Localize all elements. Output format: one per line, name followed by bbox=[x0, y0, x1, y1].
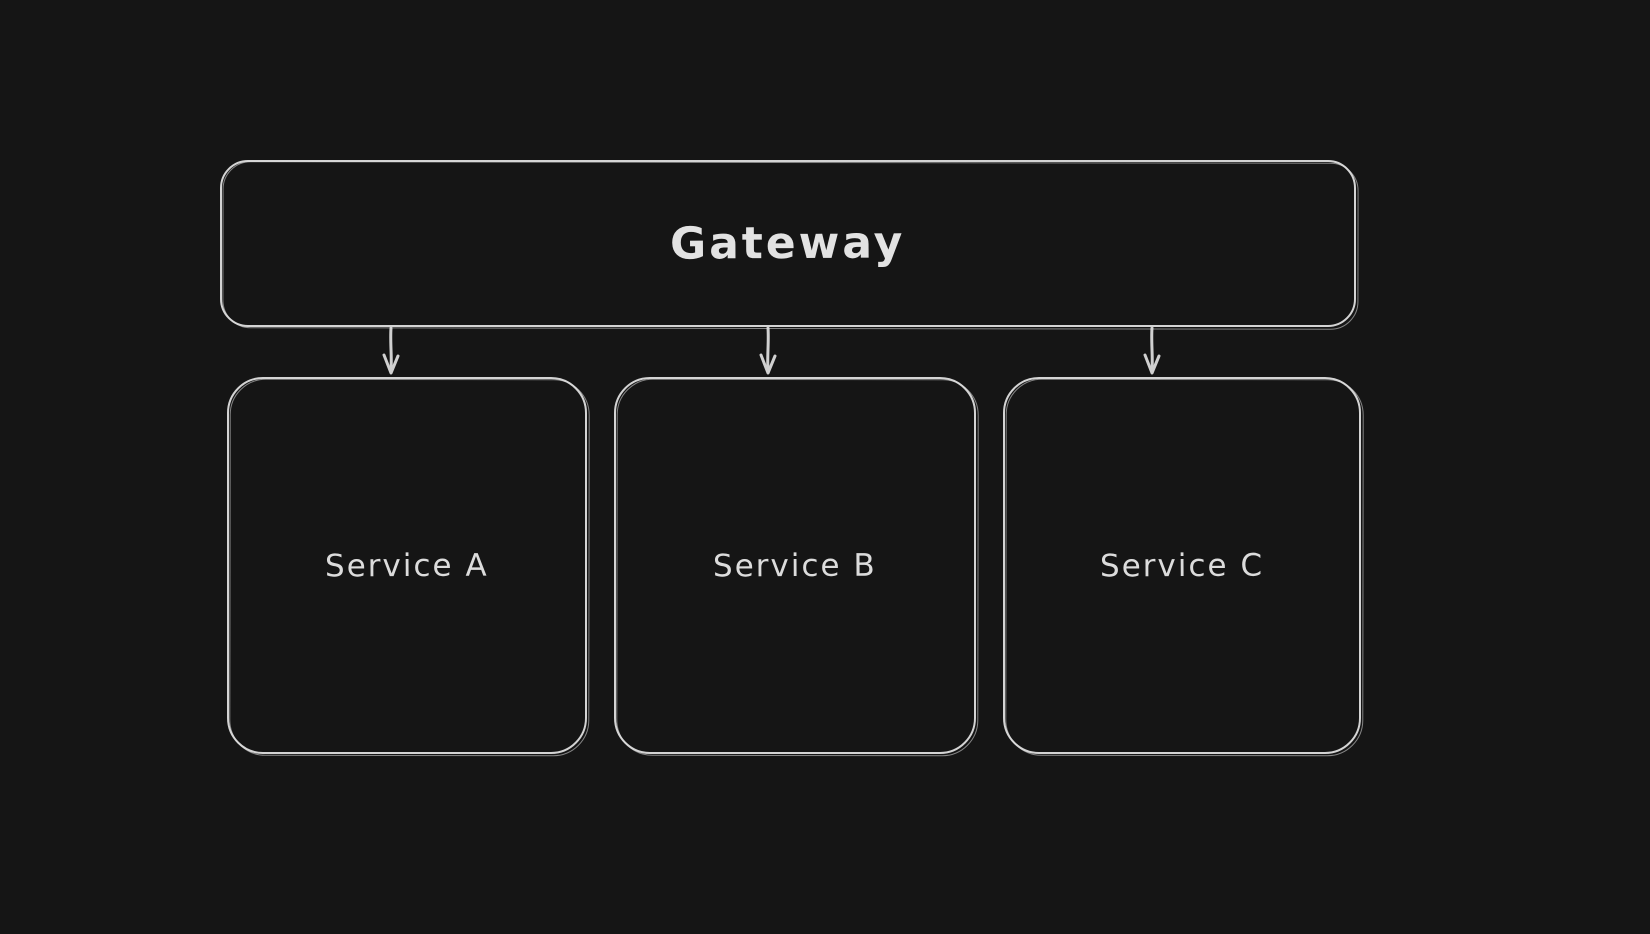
node-service-c-label: Service C bbox=[1099, 547, 1265, 584]
node-service-b: Service B bbox=[614, 377, 976, 754]
node-service-a: Service A bbox=[227, 377, 587, 754]
node-gateway-label: Gateway bbox=[670, 217, 906, 270]
edge-gateway-to-service-b bbox=[759, 326, 777, 375]
node-service-a-label: Service A bbox=[325, 547, 489, 584]
node-service-c: Service C bbox=[1003, 377, 1361, 754]
node-service-b-label: Service B bbox=[713, 547, 877, 584]
node-gateway: Gateway bbox=[220, 160, 1356, 327]
edge-gateway-to-service-a bbox=[382, 326, 400, 375]
edge-gateway-to-service-c bbox=[1143, 326, 1161, 375]
